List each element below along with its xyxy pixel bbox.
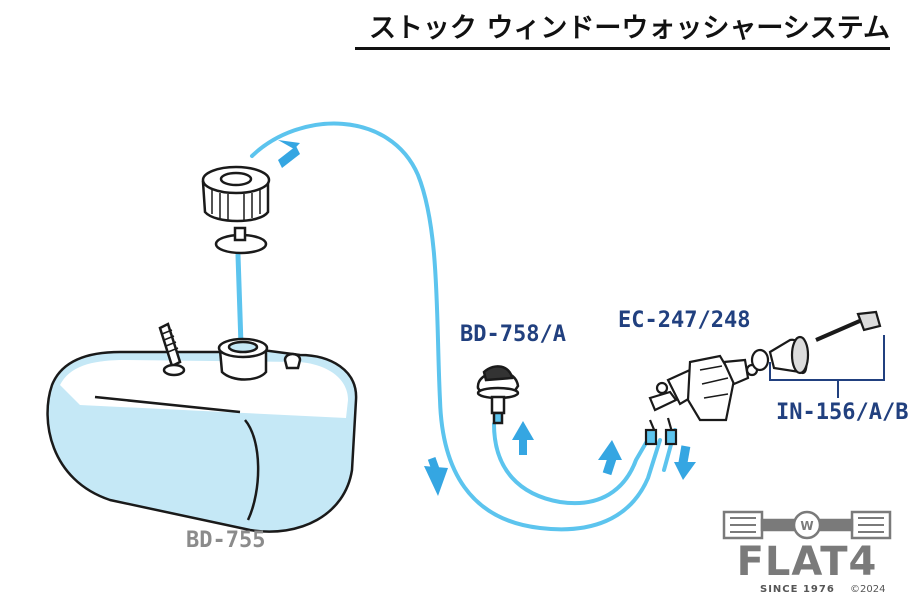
flow-arrow-up-pump-shaft — [602, 457, 617, 476]
flow-arrow-up-jet — [512, 421, 534, 440]
brand-copyright: ©2024 — [850, 584, 886, 595]
brand-tagline: SINCE 1976 — [760, 584, 835, 595]
tank-ridge — [94, 395, 241, 414]
flow-arrow-down-left-shaft — [427, 457, 441, 473]
jet-hose — [492, 422, 652, 506]
tank-boss — [283, 352, 302, 370]
brand-logo: W FLAT4 SINCE 1976 ©2024 — [718, 506, 896, 600]
connector-part-number: IN-156/A/B — [776, 400, 908, 425]
brand-name: FLAT4 — [736, 539, 878, 585]
boxer-engine-logo: W — [722, 510, 892, 540]
tank-neck-hole — [227, 340, 259, 354]
flow-arrow-down-pump — [674, 462, 696, 480]
valve-part-number: EC-247/248 — [618, 308, 751, 333]
filler-cap — [201, 165, 271, 223]
connector-bracket — [769, 335, 885, 398]
tank-ridge-2 — [244, 419, 260, 521]
cap-hole — [219, 171, 253, 187]
connector-rod — [815, 318, 863, 342]
flow-arrow-down-pump-shaft — [678, 445, 691, 464]
washer-fluid-tank — [46, 322, 358, 533]
flow-arrow-down-left — [424, 466, 448, 496]
jet-part-number: BD-758/A — [460, 322, 566, 347]
dip-tube — [235, 252, 244, 348]
connector-nut — [750, 348, 770, 372]
flow-arrow-top-shaft — [278, 146, 300, 168]
main-hose — [250, 121, 662, 532]
pump-valve — [644, 354, 759, 446]
svg-text:W: W — [800, 519, 813, 533]
diagram-title: ストック ウィンドーウォッシャーシステム — [355, 6, 890, 50]
flow-arrows — [276, 140, 696, 496]
cap-knurl — [211, 190, 261, 220]
tank-bolt — [158, 322, 186, 377]
flow-arrow-top — [276, 140, 300, 168]
tank-top-light — [60, 360, 348, 418]
flow-arrow-up-pump — [598, 440, 622, 460]
hose-connector — [750, 310, 882, 375]
cap-seal — [214, 226, 268, 255]
tank-part-number: BD-755 — [186, 528, 266, 553]
washer-jet — [476, 365, 520, 425]
flow-arrow-up-jet-shaft — [519, 439, 527, 455]
connector-tip — [856, 310, 882, 332]
connector-flare — [790, 335, 810, 375]
